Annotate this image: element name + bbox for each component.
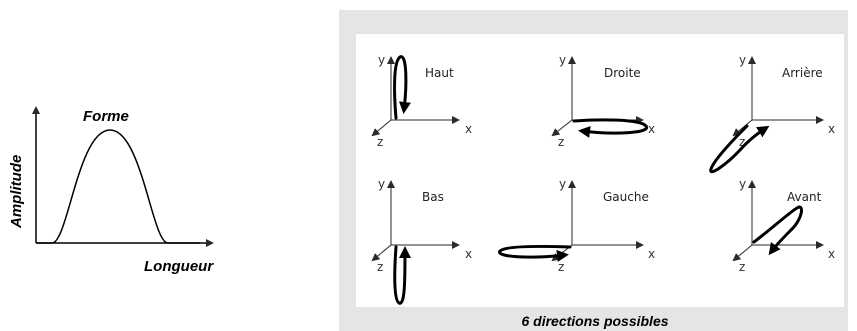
gesture-arrow-droite	[572, 118, 648, 138]
axis-label-x: x	[465, 247, 472, 261]
axis-label-y: y	[739, 53, 746, 67]
axis-label-x: x	[465, 122, 472, 136]
direction-panel-arriere: y x z Arrière	[709, 53, 835, 174]
waveform-title: Forme	[83, 108, 129, 125]
axis-label-z: z	[739, 260, 745, 274]
gesture-arrow-bas	[393, 245, 411, 305]
axis-label-y: y	[378, 53, 385, 67]
direction-panel-avant: y x z Avant	[732, 177, 835, 274]
direction-label-avant: Avant	[787, 190, 822, 204]
waveform-x-label: Longueur	[144, 258, 214, 275]
gesture-arrow-haut	[393, 55, 411, 120]
gesture-arrow-avant	[752, 205, 804, 256]
waveform-y-label: Amplitude	[8, 155, 25, 229]
gesture-arrow-gauche	[498, 244, 572, 262]
axis-label-y: y	[378, 177, 385, 191]
direction-panel-haut: y x z Haut	[371, 53, 472, 149]
waveform-bell-curve	[36, 129, 200, 244]
direction-label-bas: Bas	[422, 190, 444, 204]
gesture-arrow-arriere	[709, 124, 770, 174]
direction-label-droite: Droite	[604, 66, 641, 80]
directions-inner-bg	[356, 34, 844, 307]
axis-label-x: x	[648, 122, 655, 136]
axis-label-y: y	[559, 177, 566, 191]
direction-panel-gauche: y x z Gauche	[498, 177, 655, 274]
direction-label-arriere: Arrière	[782, 66, 823, 80]
axis-label-z: z	[558, 135, 564, 149]
direction-panel-droite: y x z Droite	[551, 53, 655, 149]
direction-label-gauche: Gauche	[603, 190, 649, 204]
axis-label-z: z	[558, 260, 564, 274]
axis-label-z: z	[377, 135, 383, 149]
axis-label-y: y	[559, 53, 566, 67]
directions-panel: y x z Haut y x z Droite y x z Arrière	[339, 10, 848, 331]
axis-label-y: y	[739, 177, 746, 191]
directions-caption: 6 directions possibles	[521, 313, 668, 329]
direction-label-haut: Haut	[425, 66, 454, 80]
axis-label-x: x	[648, 247, 655, 261]
direction-panel-bas: y x z Bas	[371, 177, 472, 305]
waveform-diagram: Forme Amplitude Longueur	[8, 106, 214, 275]
axis-label-x: x	[828, 247, 835, 261]
axis-label-x: x	[828, 122, 835, 136]
axis-label-z: z	[739, 135, 745, 149]
axis-label-z: z	[377, 260, 383, 274]
